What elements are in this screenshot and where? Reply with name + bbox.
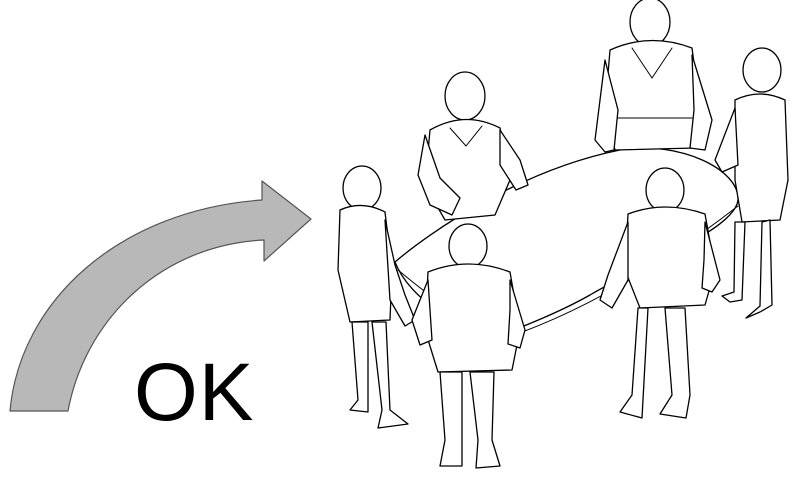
- person-left: [338, 166, 415, 428]
- person-back-center: [595, 0, 712, 152]
- ok-label: OK: [134, 352, 254, 434]
